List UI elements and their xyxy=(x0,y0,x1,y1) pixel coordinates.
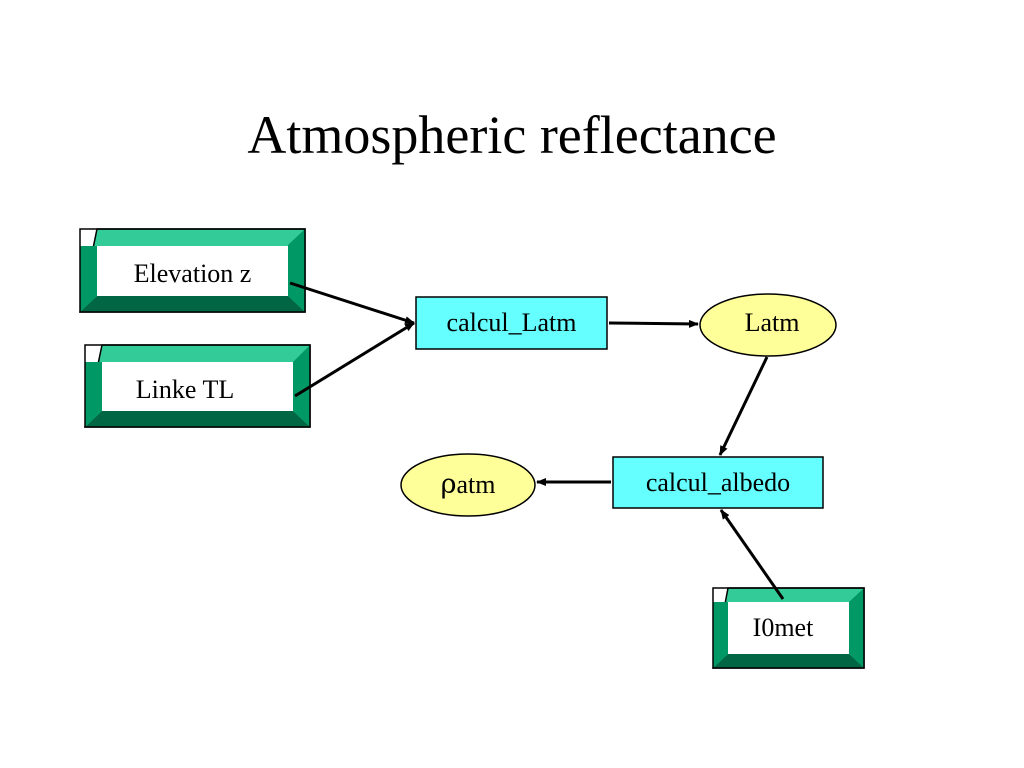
process-box-calcul-latm xyxy=(415,296,608,350)
variable-ellipse-latm xyxy=(699,293,837,357)
process-label-calcul-latm: calcul_Latm xyxy=(446,308,577,337)
process-box-calcul-albedo xyxy=(612,456,824,509)
bevel-bottom xyxy=(85,411,310,427)
variable-label-rho-atm: ρatm xyxy=(418,469,518,501)
arrow-linke-to-calcul-latm xyxy=(294,321,415,398)
bevel-bottom xyxy=(713,654,864,668)
face xyxy=(102,362,293,411)
bevel-left xyxy=(85,362,102,427)
outline xyxy=(712,587,865,669)
rho-symbol: ρ xyxy=(440,469,457,500)
input-box-elevation xyxy=(79,228,306,313)
face xyxy=(97,246,288,296)
arrow-i0met-to-calcul-albedo xyxy=(719,509,785,600)
arrow-elevation-to-calcul-latm xyxy=(289,281,415,325)
input-label-elevation: Elevation z xyxy=(133,259,252,288)
input-label-i0met: I0met xyxy=(752,613,814,642)
arrow-calcul-latm-to-latm xyxy=(608,319,699,328)
bevel-right xyxy=(849,588,864,668)
slide-title: Atmospheric reflectance xyxy=(247,105,777,165)
bevel-right xyxy=(293,345,310,427)
variable-label-latm: Latm xyxy=(744,308,800,337)
face xyxy=(728,602,849,654)
process-label-calcul-albedo: calcul_albedo xyxy=(645,468,791,497)
outline xyxy=(79,228,306,313)
bevel-left xyxy=(713,602,728,668)
input-label-linke: Linke TL xyxy=(135,375,235,404)
bevel-left xyxy=(80,246,97,312)
input-box-linke xyxy=(84,344,311,428)
arrow-latm-to-calcul-albedo xyxy=(718,356,769,456)
bevel-right xyxy=(288,229,305,312)
input-box-i0met xyxy=(712,587,865,669)
variable-ellipse-rho-atm xyxy=(400,453,536,517)
rho-suffix: atm xyxy=(456,470,496,499)
bevel-bottom xyxy=(80,296,305,312)
